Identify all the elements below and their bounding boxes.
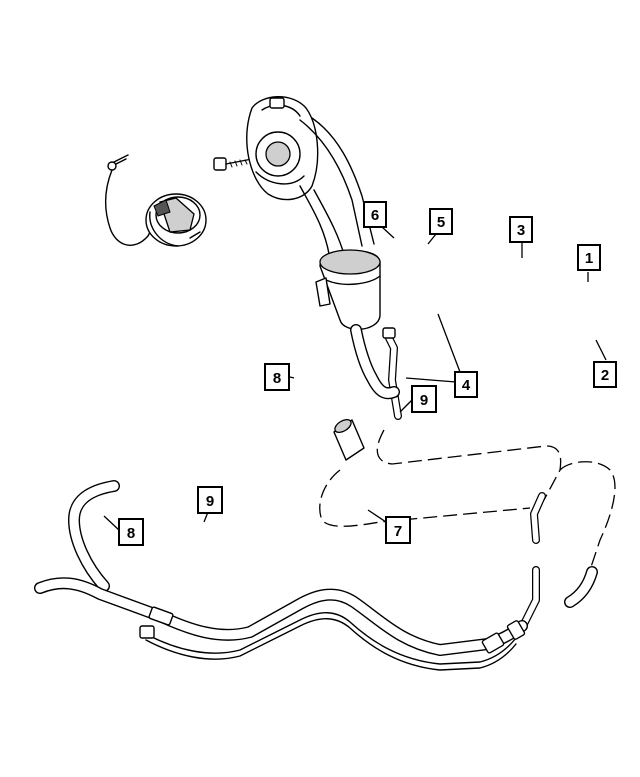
callout-8-upper-label: 8 [273,370,281,387]
fuel-cap-tether [105,154,156,246]
fuel-supply-lines [34,480,528,671]
callout-1-label: 1 [585,250,593,267]
routing-path-dashed [319,429,616,571]
vapor-canister [315,249,381,331]
callout-9-lower-label: 9 [206,493,214,510]
callout-9-lower: 9 [197,486,223,514]
callout-4-label: 4 [462,377,471,394]
callout-3-label: 3 [517,222,525,239]
callout-3: 3 [509,216,533,243]
filler-hose-elbow [350,324,400,400]
callout-5-label: 5 [437,214,445,231]
vent-tube [382,327,402,420]
callout-8-lower-label: 8 [127,525,135,542]
callout-2: 2 [593,361,617,388]
callout-leaders [103,226,607,532]
fuel-filler-housing [246,96,319,201]
right-hoses [518,492,598,632]
callout-8-lower: 8 [118,518,144,546]
callout-9-upper: 9 [411,385,437,413]
callout-6: 6 [363,201,387,228]
callout-8-upper: 8 [264,363,290,391]
callout-7-label: 7 [394,523,402,540]
fuel-cap [145,193,207,247]
callout-6-label: 6 [371,207,379,224]
connector-hose [333,418,365,461]
callout-9-upper-label: 9 [420,392,428,409]
callout-4: 4 [454,371,478,398]
callout-5: 5 [429,208,453,235]
callout-1: 1 [577,244,601,271]
callout-2-label: 2 [601,367,609,384]
callout-7: 7 [385,516,411,544]
mounting-bolt [213,157,253,171]
